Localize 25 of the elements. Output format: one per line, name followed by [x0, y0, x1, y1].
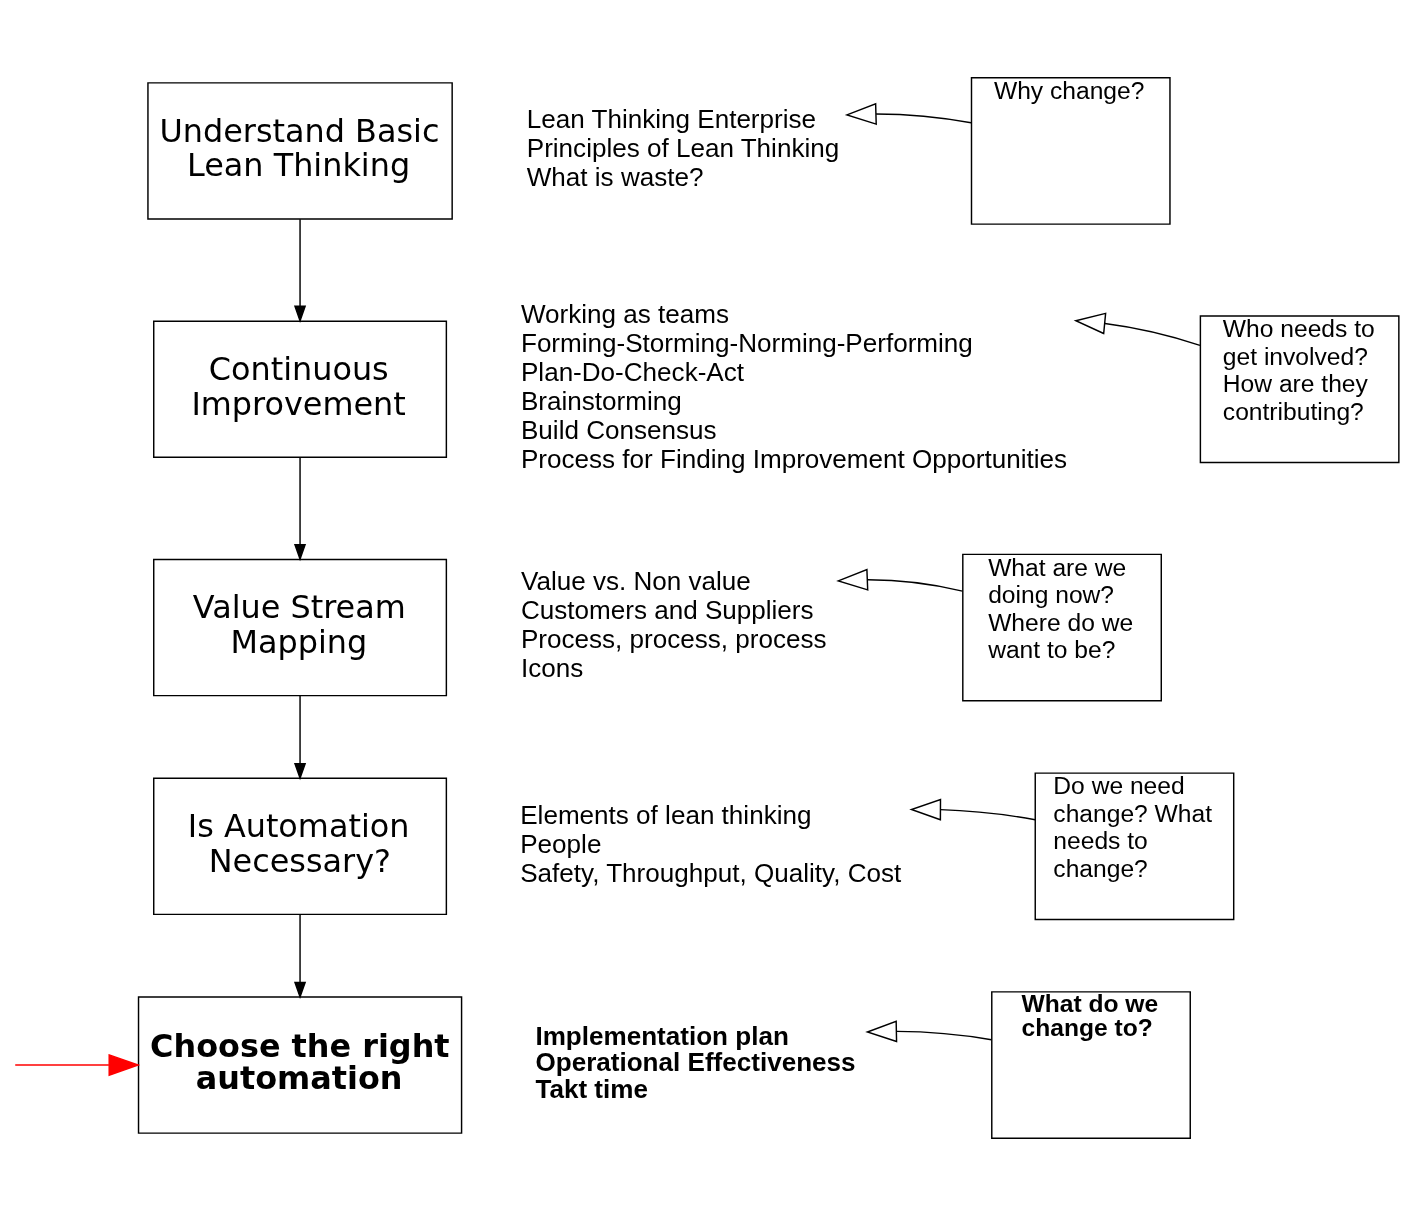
node-box: What are we doing now? Where do we want to be?	[962, 553, 1162, 702]
arrow	[844, 102, 972, 126]
node-box: Why change?	[970, 77, 1171, 225]
arrow	[293, 456, 307, 562]
node-box: Do we need change? What needs to change?	[1034, 772, 1235, 921]
node-text: Implementation plan Operational Effectiveness Takt time	[535, 1021, 856, 1104]
arrow	[293, 914, 307, 1000]
arrow	[1073, 312, 1201, 347]
node-box: Continuous Improvement	[153, 320, 448, 459]
arrow	[14, 1053, 141, 1077]
node-box: Value Stream Mapping	[153, 558, 448, 697]
arrow	[909, 798, 1036, 821]
arrow	[865, 1020, 993, 1043]
node-text: Value vs. Non value Customers and Suppliers Process, process, process Icons	[520, 566, 827, 684]
arrow	[836, 568, 964, 592]
node-box: Choose the right automation	[137, 996, 463, 1134]
node-box: What do we change to?	[991, 991, 1191, 1139]
node-text: Lean Thinking Enterprise Principles of Lean Thinking What is waste?	[526, 104, 840, 193]
node-box: Who needs to get involved? How are they contributing?	[1199, 315, 1400, 464]
arrow	[293, 695, 307, 781]
arrow	[293, 218, 307, 323]
node-box: Understand Basic Lean Thinking	[147, 82, 453, 220]
node-text: Elements of lean thinking People Safety, Throughput, Quality, Cost	[520, 799, 902, 888]
node-text: Working as teams Forming-Storming-Norming-Performing Plan-Do-Check-Act Brainstorming Build Consensus Process for Finding Improvement Opportunities	[520, 299, 1068, 475]
node-box: Is Automation Necessary?	[153, 777, 448, 916]
